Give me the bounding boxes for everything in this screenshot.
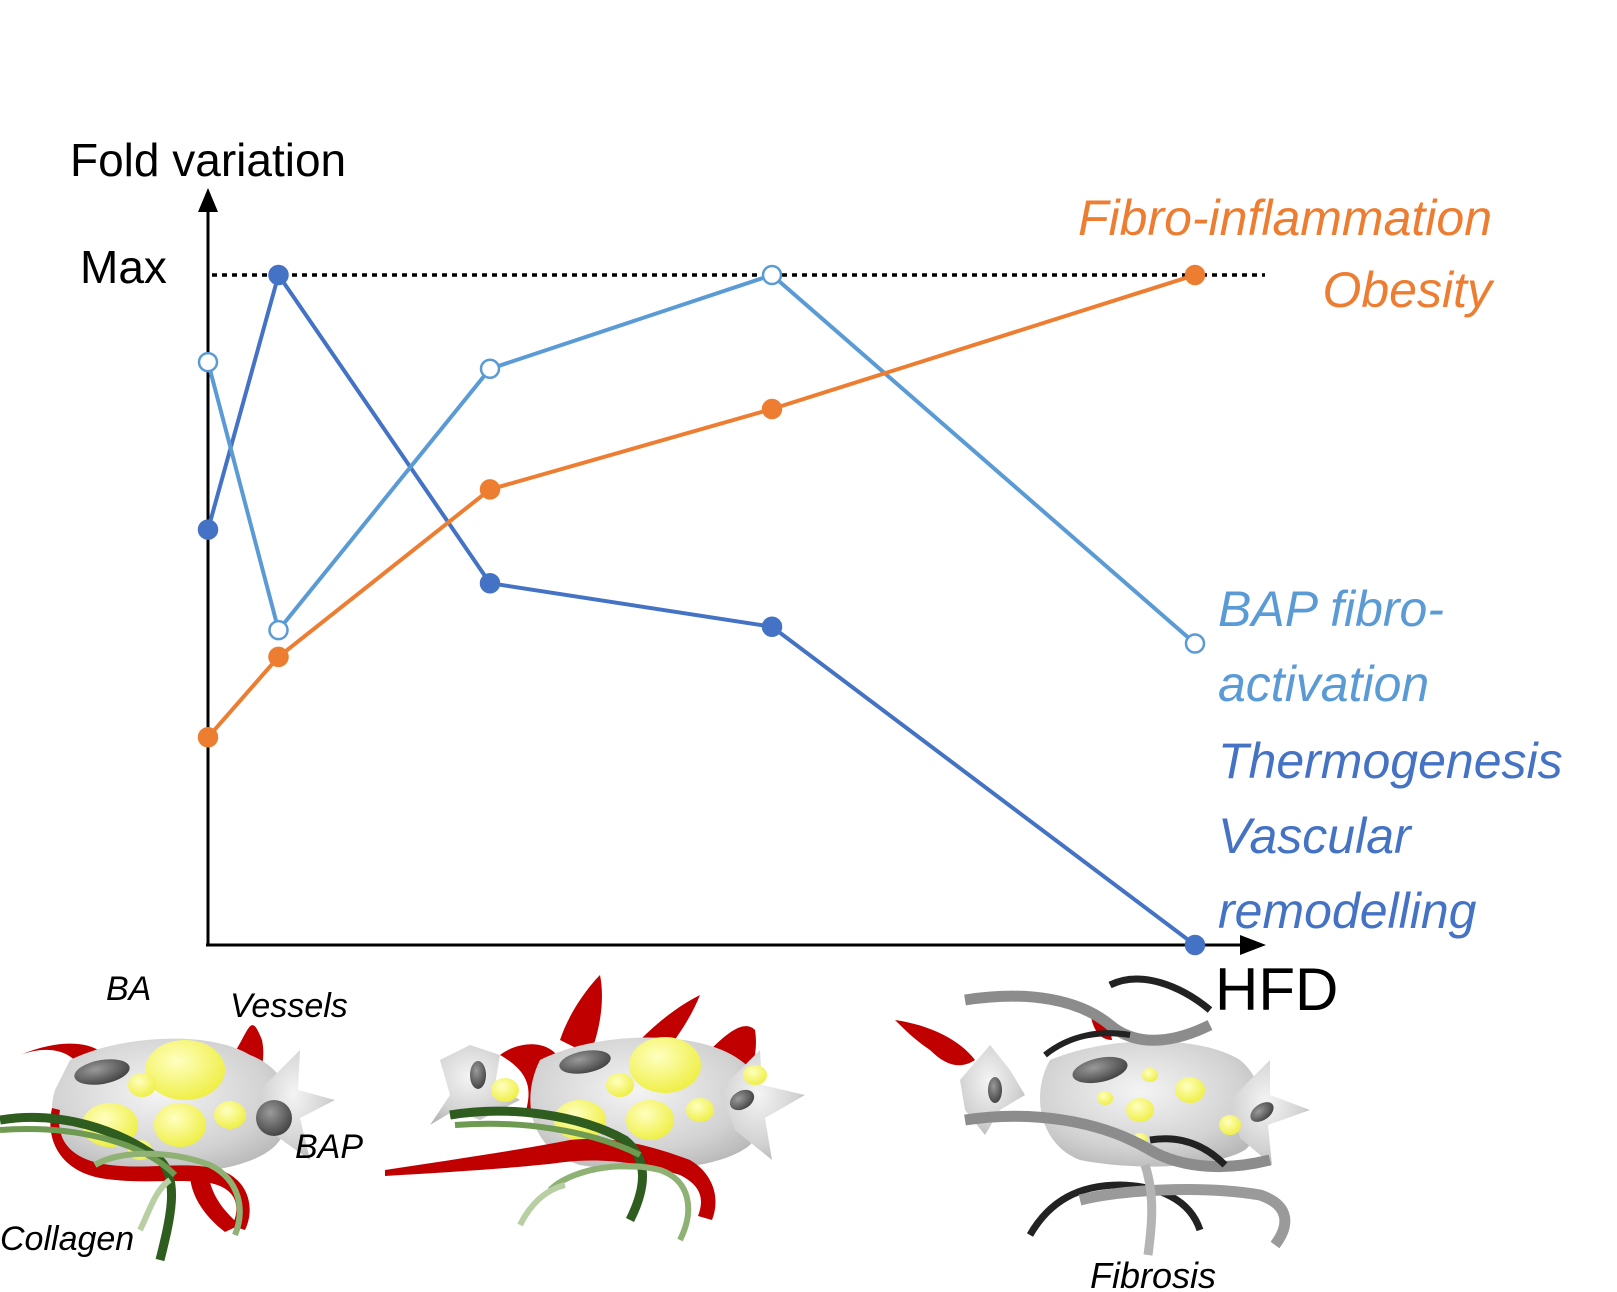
y-axis-label: Fold variation [70,134,346,186]
data-point-2-2 [479,479,501,500]
illustration-healthy-tissue [0,1025,335,1262]
fat-droplet [154,1103,206,1147]
fibrosis-fiber [964,990,1213,1046]
data-point-0-3 [761,616,783,637]
x-axis-label: HFD [1215,956,1338,1023]
annotation-activation: activation [1218,656,1429,712]
nucleus [74,1059,130,1085]
fat-droplet [491,1078,519,1102]
fat-droplet [1175,1077,1205,1103]
data-point-1-4 [1184,633,1206,654]
nucleus [1072,1056,1128,1084]
vessel-shape [50,1108,250,1230]
data-point-1-2 [479,358,501,380]
fat-droplet [743,1065,767,1085]
vessel-shape [560,975,602,1055]
collagen-fiber [93,1150,243,1237]
fibrosis-fiber [1043,1030,1131,1058]
annotation-obesity: Obesity [1322,262,1495,318]
axes [198,188,1266,955]
nucleus [470,1061,486,1089]
fat-droplet [145,1040,225,1100]
annotation-remodelling: remodelling [1218,883,1477,939]
fibrosis-fiber [1149,1135,1228,1168]
data-point-0-4 [1184,934,1206,956]
nucleus [256,1100,292,1136]
vessel-shape [895,1020,975,1066]
data-point-1-0 [197,351,219,373]
series-line-2 [206,273,1196,739]
fat-droplet [1142,1068,1158,1082]
fat-droplet [686,1098,714,1122]
collagen-fiber [449,1106,647,1223]
data-point-1-3 [761,264,783,286]
fat-droplet [629,1037,701,1093]
x-axis-arrow [1240,935,1266,955]
max-label: Max [80,241,167,293]
fat-droplet [1219,1115,1241,1135]
data-point-0-0 [197,519,219,540]
vessel-shape [385,1138,716,1220]
fibrosis-fiber [1026,1181,1204,1237]
data-point-2-4 [1184,264,1206,286]
annotation-bap-fibro: BAP fibro- [1218,581,1444,637]
label-bap: BAP [295,1128,363,1166]
annotation-fibro-inflammation: Fibro-inflammation [1078,190,1492,246]
fibrosis-fiber [1140,1163,1157,1256]
illustration-fibrotic-tissue [895,975,1310,1256]
fibrosis-fiber [964,1110,1272,1173]
data-point-0-2 [479,572,501,594]
nucleus [559,1050,611,1074]
cell-shape [720,1050,805,1160]
annotation-thermogenesis: Thermogenesis [1218,733,1563,789]
series-line-1 [206,273,1197,646]
collagen-fiber [0,1126,178,1178]
fat-droplet [214,1101,246,1129]
annotation-vascular: Vascular [1218,808,1413,864]
illustration-intermediate-tissue [385,975,805,1242]
nucleus [988,1077,1002,1103]
illustration-labels: BA Vessels BAP Collagen Fibrosis [0,970,1216,1292]
fibrosis-fiber [1108,975,1213,1013]
collagen-fiber [454,1120,642,1158]
data-point-2-1 [268,646,289,668]
nucleus [1250,1102,1274,1122]
data-point-1-1 [268,619,289,641]
label-vessels: Vessels [230,987,348,1025]
series-line-0 [206,273,1197,947]
label-fibrosis: Fibrosis [1090,1255,1216,1292]
collagen-fiber [137,1177,172,1232]
data-point-2-0 [197,727,219,748]
y-axis-arrow [198,188,218,212]
fat-droplet [626,1100,674,1140]
collagen-fiber [517,1182,566,1227]
data-point-2-3 [761,398,783,420]
label-ba: BA [106,970,151,1008]
collagen-fiber [547,1163,692,1242]
series-layer [197,264,1206,956]
nucleus [729,1089,755,1111]
data-point-0-1 [268,264,289,286]
label-collagen: Collagen [0,1220,134,1258]
fat-droplet [128,1073,156,1097]
fibrosis-fiber [1078,1184,1291,1249]
fat-droplet [606,1073,634,1097]
fat-droplet [1126,1098,1154,1122]
series-annotations: Fibro-inflammation Obesity BAP fibro- ac… [1078,190,1563,939]
fat-droplet [1097,1091,1113,1105]
